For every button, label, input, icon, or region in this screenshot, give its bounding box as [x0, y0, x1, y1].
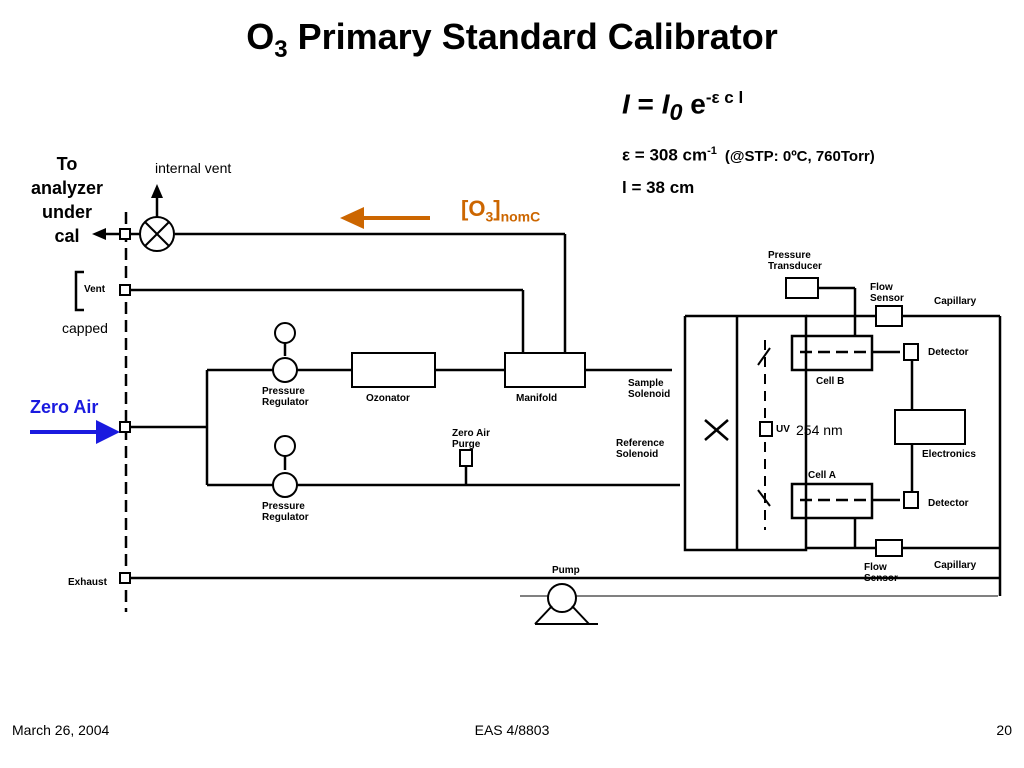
footer-page-number: 20	[996, 722, 1012, 738]
cell-b-label: Cell B	[816, 376, 845, 387]
ozone-flow-arrow	[340, 207, 430, 229]
electronics-box	[894, 409, 966, 445]
detector-bottom-body	[903, 491, 919, 509]
pump-label: Pump	[552, 565, 580, 576]
zero-air-arrow	[30, 420, 120, 444]
pressure-regulator-1-body	[272, 357, 298, 383]
pressure-regulator-2-body	[272, 472, 298, 498]
footer-course: EAS 4/8803	[474, 722, 550, 738]
capillary-bottom-label: Capillary	[934, 560, 977, 571]
manifold-box	[504, 352, 586, 388]
uv-lamp	[759, 421, 773, 437]
sample-solenoid-label: Sample Solenoid	[628, 378, 671, 400]
reference-solenoid-label: Reference Solenoid	[616, 438, 665, 460]
pressure-regulator-1-label: Pressure Regulator	[262, 386, 309, 408]
ozonator-label: Ozonator	[366, 393, 410, 404]
uv-label: UV	[776, 424, 790, 435]
capped-label: capped	[62, 320, 108, 336]
vent-bracket	[74, 270, 84, 312]
path-length: l = 38 cm	[622, 178, 695, 197]
purge-valve	[459, 449, 473, 467]
vent-port	[119, 284, 131, 296]
o3-nom-label: [O3]nomC	[461, 196, 541, 225]
zero-air-port	[119, 421, 131, 433]
pump-body	[547, 583, 577, 613]
pressure-transducer-label: Pressure Transducer	[768, 250, 822, 272]
output-arrow	[92, 228, 106, 240]
flow-sensor-top-box	[875, 305, 903, 327]
electronics-label: Electronics	[922, 449, 976, 460]
page-title: O3 Primary Standard Calibrator	[246, 16, 778, 64]
internal-vent-label: internal vent	[155, 160, 232, 176]
pressure-regulator-2-label: Pressure Regulator	[262, 501, 309, 523]
ozonator-box	[351, 352, 436, 388]
detector-top-body	[903, 343, 919, 361]
flow-sensor-bottom-label: Flow Sensor	[864, 562, 898, 584]
detector-top-label: Detector	[928, 347, 969, 358]
capillary-top-label: Capillary	[934, 296, 977, 307]
beer-lambert-equation: I = I0 e-ε c l	[622, 88, 744, 125]
flow-sensor-bottom-box	[875, 539, 903, 557]
footer-date: March 26, 2004	[12, 722, 110, 738]
flow-sensor-top-label: Flow Sensor	[870, 282, 904, 304]
gauge-1	[274, 322, 296, 344]
epsilon-value: ε = 308 cm-1(@STP: 0ºC, 760Torr)	[622, 145, 875, 165]
gauge-2	[274, 435, 296, 457]
vent-component-label: Vent	[84, 284, 106, 295]
cell-a-label: Cell A	[808, 470, 836, 481]
output-port	[119, 228, 131, 240]
solenoid-block	[683, 314, 808, 552]
exhaust-label: Exhaust	[68, 577, 107, 588]
vent-arrow	[151, 184, 163, 198]
manifold-label: Manifold	[516, 393, 558, 404]
detector-bottom-label: Detector	[928, 498, 969, 509]
wavelength-label: 254 nm	[796, 422, 843, 438]
zero-air-purge-label: Zero Air Purge	[452, 428, 490, 450]
zero-air-label: Zero Air	[30, 397, 99, 417]
pressure-transducer-box	[785, 277, 819, 299]
exhaust-port	[119, 572, 131, 584]
